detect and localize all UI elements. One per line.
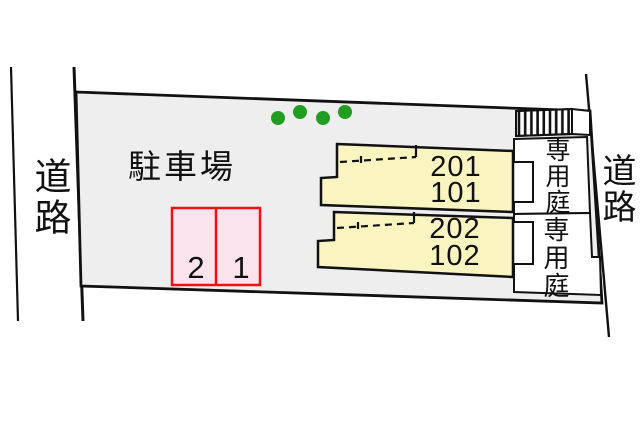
- tree-dot-icon: [316, 111, 330, 125]
- porch-unit-2: [511, 221, 534, 265]
- tree-dot-icon: [293, 105, 307, 119]
- tree-dot-icon: [338, 105, 352, 119]
- hatch-strip-bars: [515, 107, 573, 138]
- balcony-dash-unit-1: [339, 155, 417, 164]
- garden-label-top: 専用庭: [542, 137, 570, 215]
- garden-label-bottom: 専用庭: [540, 216, 570, 300]
- porch-unit-1: [512, 161, 534, 203]
- unit-number-101: 101: [430, 177, 482, 209]
- road-label-right: 道路: [597, 153, 635, 225]
- road-left-outer-line: [9, 66, 20, 322]
- unit-number-102: 102: [429, 240, 481, 272]
- tree-dot-icon: [271, 111, 285, 125]
- parking-lot-label: 駐車場: [128, 148, 236, 185]
- hatch-corner: [571, 107, 591, 137]
- parking-stall-1-number: 1: [232, 250, 250, 285]
- unit-number-202: 202: [429, 213, 481, 245]
- building-unit-202-102: [316, 210, 515, 279]
- balcony-dash-unit-2: [336, 221, 415, 230]
- road-label-left: 道路: [29, 157, 70, 239]
- parking-stall-2-number: 2: [187, 250, 205, 285]
- unit-number-201: 201: [430, 151, 482, 183]
- garden-bottom-area: [513, 211, 603, 297]
